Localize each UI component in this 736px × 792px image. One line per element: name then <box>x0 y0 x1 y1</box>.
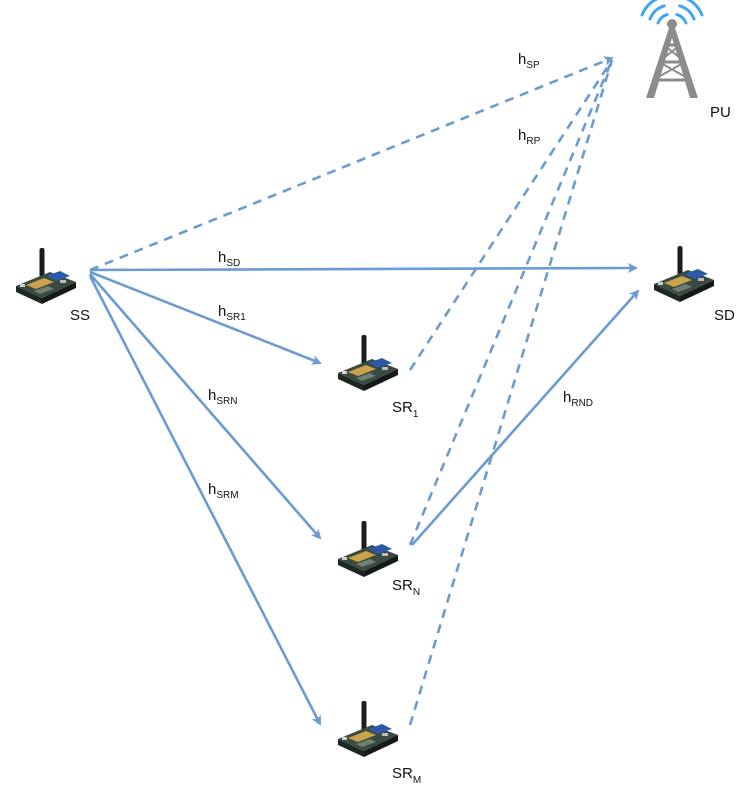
channel-label-h-srm: hSRM <box>208 481 239 501</box>
node-sr1-sensor-board-icon <box>338 335 398 391</box>
node-srn-label: SRN <box>392 577 420 598</box>
link-srn-sd <box>411 289 640 546</box>
channel-label-h-sd: hSD <box>218 249 240 269</box>
channel-label-h-rp: hRP <box>518 127 541 147</box>
node-srm-label: SRM <box>392 765 421 786</box>
link-ss-sr1 <box>89 270 322 365</box>
node-srm-sensor-board-icon <box>338 701 398 757</box>
link-ss-srn <box>89 273 322 540</box>
node-srn-sensor-board-icon <box>338 521 398 577</box>
link-srm-pu <box>408 59 614 726</box>
channel-label-h-sp: hSP <box>518 51 540 71</box>
node-sd-label: SD <box>714 307 735 324</box>
channel-label-h-rnd: hRND <box>563 389 593 409</box>
link-ss-srm <box>88 275 322 726</box>
node-sd-sensor-board-icon <box>654 246 714 302</box>
link-ss-pu <box>89 56 614 272</box>
channel-label-h-sr1: hSR1 <box>218 303 246 323</box>
node-ss-label: SS <box>70 307 90 324</box>
node-pu-radio-tower-icon <box>640 0 704 98</box>
channel-label-h-srn: hSRN <box>208 387 237 407</box>
node-ss-sensor-board-icon <box>16 248 76 304</box>
link-ss-sd <box>89 263 638 274</box>
node-sr1-label: SR1 <box>392 399 419 420</box>
link-srn-pu <box>408 59 614 546</box>
node-pu-label: PU <box>710 104 731 121</box>
link-sr1-pu <box>408 59 614 371</box>
